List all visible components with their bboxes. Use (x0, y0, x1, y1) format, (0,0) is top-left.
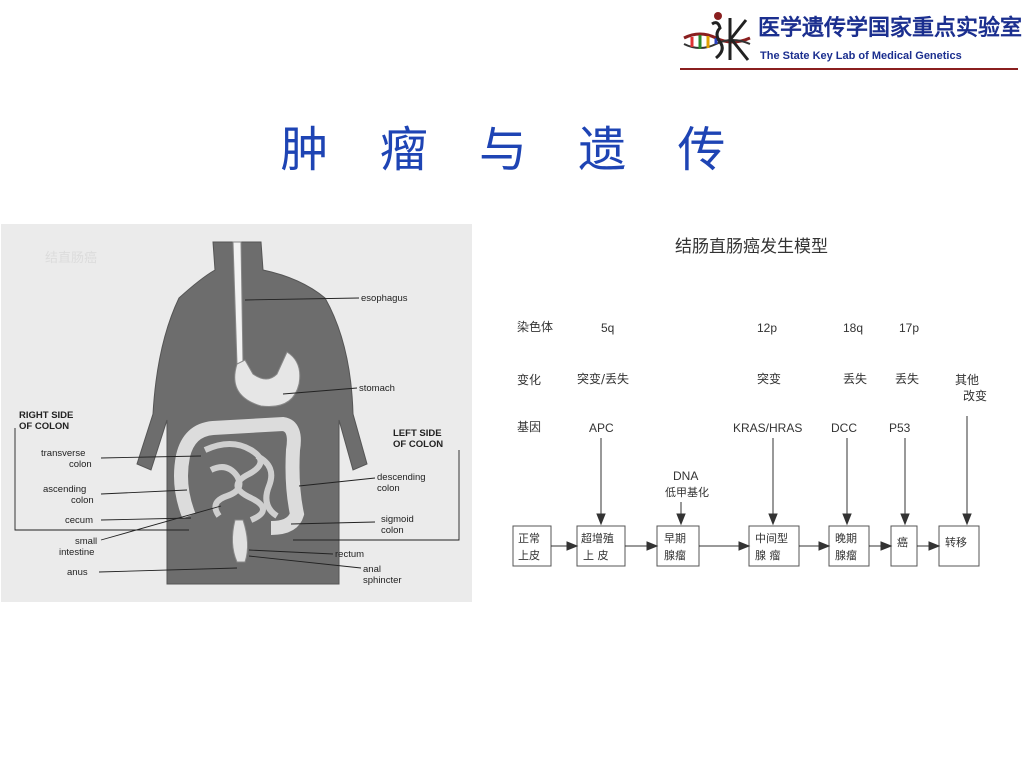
gene-p53: P53 (889, 421, 911, 435)
lab-name-en: The State Key Lab of Medical Genetics (760, 50, 962, 62)
stage-late-1: 晚期 (835, 532, 857, 545)
dna-hypomethylation: 低甲基化 (665, 485, 709, 499)
vertical-arrows (596, 416, 972, 526)
change-p53: 丢失 (895, 371, 919, 386)
label-small-2: intestine (59, 547, 94, 558)
gene-apc: APC (589, 421, 614, 435)
change-apc: 突变/丢失 (577, 371, 629, 386)
label-left-side-1: LEFT SIDE (393, 428, 442, 439)
torso-silhouette (136, 241, 368, 585)
change-other-2: 改变 (963, 388, 987, 403)
horizontal-arrows (551, 541, 941, 551)
colorectal-cancer-model-figure: 结肠直肠癌发生模型 染色体 变化 基因 5q 12p 18q 17p 突变/丢失… (505, 224, 1015, 604)
stage-early-1: 早期 (664, 532, 686, 545)
dna-logo-icon (683, 12, 751, 61)
label-esophagus: esophagus (361, 293, 408, 304)
header-divider (680, 68, 1018, 70)
label-right-side-2: OF COLON (19, 421, 69, 432)
label-descending-2: colon (377, 483, 400, 494)
label-ascending-2: colon (71, 495, 94, 506)
row-label-chromosome: 染色体 (517, 319, 553, 334)
change-other-1: 其他 (955, 373, 979, 387)
row-label-gene: 基因 (517, 420, 541, 434)
change-kras: 突变 (757, 371, 781, 386)
label-stomach: stomach (359, 383, 395, 394)
label-small-1: small (75, 536, 97, 547)
lab-name-cn: 医学遗传学国家重点实验室 (758, 16, 1023, 41)
stage-inter-1: 中间型 (755, 531, 788, 545)
label-anal-1: anal (363, 564, 381, 575)
stage-hyper-1: 超增殖 (581, 531, 614, 545)
gene-dcc: DCC (831, 421, 857, 435)
stage-inter-2: 腺 瘤 (755, 548, 781, 562)
label-cecum: cecum (65, 515, 93, 526)
colon-anatomy-figure: 结直肠癌 esophagus stomach RIGHT SIDE OF COL… (1, 224, 472, 602)
stage-normal-2: 上皮 (518, 549, 540, 562)
model-title: 结肠直肠癌发生模型 (675, 237, 828, 257)
model-diagram: 结肠直肠癌发生模型 染色体 变化 基因 5q 12p 18q 17p 突变/丢失… (512, 237, 987, 567)
label-right-side-1: RIGHT SIDE (19, 410, 73, 421)
stomach-shape (234, 351, 301, 408)
label-sigmoid-1: sigmoid (381, 514, 414, 525)
label-ascending-1: ascending (43, 484, 86, 495)
chromosome-17p: 17p (899, 321, 919, 335)
label-left-side-2: OF COLON (393, 439, 443, 450)
label-sigmoid-2: colon (381, 525, 404, 536)
label-anal-2: sphincter (363, 575, 402, 586)
change-dcc: 丢失 (843, 371, 867, 386)
stage-normal-1: 正常 (518, 532, 540, 545)
watermark-text: 结直肠癌 (45, 250, 97, 266)
label-transverse-1: transverse (41, 448, 85, 459)
chromosome-5q: 5q (601, 321, 614, 335)
chromosome-18q: 18q (843, 321, 863, 335)
small-intestine-shape (203, 441, 279, 523)
row-label-change: 变化 (517, 372, 541, 387)
label-anus: anus (67, 567, 88, 578)
gene-kras-hras: KRAS/HRAS (733, 421, 802, 435)
label-descending-1: descending (377, 472, 426, 483)
slide-title: 肿 瘤 与 遗 传 (280, 122, 744, 178)
stage-late-2: 腺瘤 (835, 548, 857, 562)
lab-logo: 医学遗传学国家重点实验室 The State Key Lab of Medica… (680, 4, 1023, 76)
dna-label: DNA (673, 469, 698, 483)
label-rectum: rectum (335, 549, 364, 560)
label-transverse-2: colon (69, 459, 92, 470)
leader-lines (14, 297, 460, 573)
stage-carcinoma: 癌 (897, 535, 908, 549)
stage-hyper-2: 上 皮 (583, 549, 609, 562)
anatomy-illustration: 结直肠癌 esophagus stomach RIGHT SIDE OF COL… (14, 241, 460, 586)
colon-shape (174, 416, 305, 535)
rectum-shape (231, 519, 249, 563)
stage-early-2: 腺瘤 (664, 548, 686, 562)
chromosome-12p: 12p (757, 321, 777, 335)
stage-metastasis: 转移 (945, 535, 967, 549)
